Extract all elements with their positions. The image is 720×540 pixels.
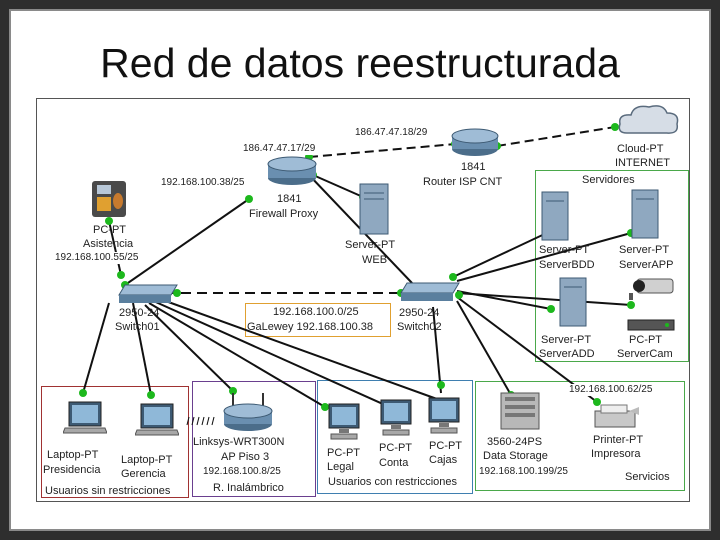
- pc-cajas-icon[interactable]: [427, 397, 461, 435]
- link-isp-cloud: [496, 126, 616, 147]
- link-switch01-pc-legal: [148, 302, 326, 408]
- pc-legal-icon[interactable]: [327, 403, 361, 441]
- router-isp-name: Router ISP CNT: [423, 176, 503, 188]
- pc-asistencia-name: Asistencia: [83, 238, 134, 250]
- zone-servidores: [535, 170, 689, 362]
- link-fw-isp: [308, 143, 456, 158]
- link-switch01-asistencia: [108, 220, 122, 276]
- server-web-icon[interactable]: [359, 183, 389, 235]
- wrt-name: AP Piso 3: [221, 451, 270, 463]
- biometric-reader-icon[interactable]: [89, 179, 129, 219]
- wrt-ip: 192.168.100.8/25: [203, 466, 281, 478]
- printer-icon[interactable]: [593, 403, 639, 431]
- wireless-dashes: [186, 416, 215, 426]
- router-fw-type: 1841: [277, 193, 302, 205]
- router-isp-icon[interactable]: [450, 127, 500, 157]
- network-info-box: [245, 303, 391, 337]
- zone-servidores-label: Servidores: [582, 174, 635, 186]
- link-switch02-server-cam: [456, 292, 632, 306]
- server-add-type: Server-PT: [541, 334, 592, 346]
- router-isp-type: 1841: [461, 161, 486, 173]
- link-switch02-server-app: [456, 232, 632, 282]
- server-cam-name: ServerCam: [617, 348, 673, 360]
- zone-inalambrico-label: R. Inalámbrico: [213, 482, 284, 494]
- server-cam-type: PC-PT: [629, 334, 662, 346]
- network-info-line2: GaLewey 192.168.100.38: [247, 321, 373, 333]
- isp-public-ip-a: 186.47.47.18/29: [355, 127, 428, 139]
- server-app-type: Server-PT: [619, 244, 670, 256]
- laptop-ger-icon[interactable]: [135, 403, 179, 437]
- network-diagram: Servidores Servicios Usuarios sin restri…: [36, 98, 690, 502]
- link-switch02-server-bdd: [452, 230, 552, 278]
- pc-asistencia-type: PC-PT: [93, 224, 126, 236]
- zone-sin-restricciones-label: Usuarios sin restricciones: [45, 485, 171, 497]
- server-add-name: ServerADD: [539, 348, 595, 360]
- laptop-pres-name: Presidencia: [43, 464, 101, 476]
- zone-sin-restricciones: [41, 386, 189, 498]
- link-switch01-wrt: [144, 304, 234, 392]
- cloud-name: INTERNET: [615, 157, 670, 169]
- pc-conta-icon[interactable]: [379, 399, 413, 437]
- link-switch01-laptop-ger: [132, 302, 152, 396]
- cloud-icon[interactable]: [617, 103, 681, 139]
- isp-public-ip-b: 186.47.47.17/29: [243, 143, 316, 155]
- storage-ip: 192.168.100.199/25: [479, 466, 568, 478]
- server-cam-icon[interactable]: [627, 319, 675, 331]
- pc-cajas-type: PC-PT: [429, 440, 462, 452]
- laptop-pres-icon[interactable]: [63, 401, 107, 435]
- wrt-type: Linksys-WRT300N: [193, 436, 285, 448]
- server-web-name: WEB: [362, 254, 388, 266]
- link-fw-server-web: [312, 174, 364, 198]
- fw-lan-ip: 192.168.100.38/25: [161, 177, 245, 189]
- zone-servicios: [475, 381, 685, 491]
- printer-name: Impresora: [591, 448, 641, 460]
- pc-legal-name: Legal: [327, 461, 354, 473]
- network-info-line1: 192.168.100.0/25: [273, 306, 359, 318]
- link-switch01-pc-conta: [148, 298, 386, 406]
- links-layer: [79, 123, 635, 426]
- switch01-icon[interactable]: [117, 283, 179, 305]
- switch02-type: 2950-24: [399, 307, 440, 319]
- router-fw-name: Firewall Proxy: [249, 208, 319, 220]
- zone-con-restricciones: [317, 380, 473, 494]
- server-add-icon[interactable]: [559, 277, 587, 327]
- storage-type: 3560-24PS: [487, 436, 543, 448]
- slide-title: Red de datos reestructurada: [100, 40, 620, 86]
- server-app-icon[interactable]: [631, 189, 659, 239]
- switch01-name: Switch01: [115, 321, 160, 333]
- pc-asistencia-ip: 192.168.100.55/25: [55, 252, 139, 264]
- printer-type: Printer-PT: [593, 434, 644, 446]
- cloud-type: Cloud-PT: [617, 143, 664, 155]
- link-switch01-fw: [124, 198, 250, 286]
- switch02-icon[interactable]: [399, 281, 461, 303]
- link-switch01-laptop-pres: [82, 302, 110, 394]
- laptop-ger-name: Gerencia: [121, 468, 166, 480]
- link-switch02-storage: [456, 300, 512, 396]
- laptop-pres-type: Laptop-PT: [47, 449, 99, 461]
- server-bdd-name: ServerBDD: [539, 259, 595, 271]
- server-app-name: ServerAPP: [619, 259, 674, 271]
- server-web-type: Server-PT: [345, 239, 396, 251]
- camera-icon[interactable]: [627, 275, 675, 301]
- switch02-name: Switch02: [397, 321, 442, 333]
- storage-icon[interactable]: [499, 391, 543, 433]
- zone-inalambrico: [192, 381, 316, 497]
- pc-legal-type: PC-PT: [327, 447, 360, 459]
- pc-conta-type: PC-PT: [379, 442, 412, 454]
- link-switch02-pc-cajas: [432, 306, 442, 394]
- pc-cajas-name: Cajas: [429, 454, 458, 466]
- laptop-ger-type: Laptop-PT: [121, 454, 173, 466]
- printer-ip: 192.168.100.62/25: [569, 384, 653, 396]
- pc-conta-name: Conta: [379, 457, 409, 469]
- server-bdd-type: Server-PT: [539, 244, 590, 256]
- switch01-type: 2950-24: [119, 307, 160, 319]
- wrt-icon[interactable]: [221, 391, 275, 433]
- zone-con-restricciones-label: Usuarios con restricciones: [328, 476, 457, 488]
- router-fw-icon[interactable]: [266, 155, 318, 187]
- storage-name: Data Storage: [483, 450, 548, 462]
- link-switch01-pc-cajas: [148, 294, 438, 400]
- zone-servicios-label: Servicios: [625, 471, 670, 483]
- server-bdd-icon[interactable]: [541, 191, 569, 241]
